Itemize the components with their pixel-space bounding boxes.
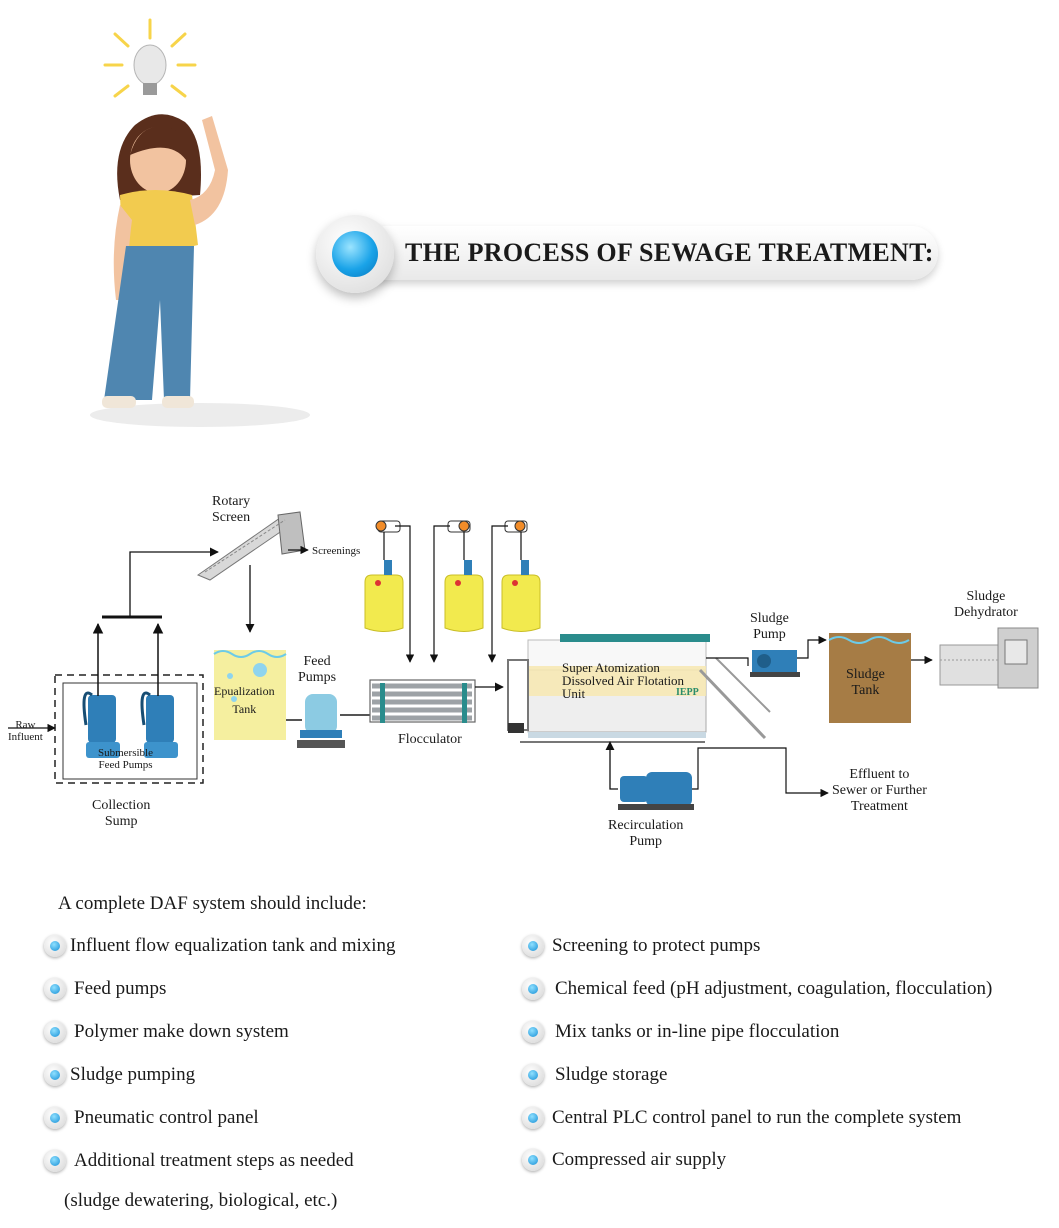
bullet-icon bbox=[522, 978, 544, 1000]
recirculation-line bbox=[605, 741, 618, 790]
list-item: Screening to protect pumps bbox=[522, 934, 760, 958]
list-item: Influent flow equalization tank and mixi… bbox=[44, 934, 396, 958]
screen-feed-line bbox=[129, 547, 219, 617]
recirculation-pump-icon bbox=[618, 772, 694, 810]
sludge-dehydrator bbox=[939, 627, 1039, 689]
list-item: Sludge pumping bbox=[44, 1063, 195, 1087]
bullet-icon bbox=[44, 1107, 66, 1129]
chemical-tank bbox=[501, 560, 541, 632]
bullet-icon bbox=[44, 1021, 66, 1043]
banner-dot-icon bbox=[332, 231, 378, 277]
flocculator-label: Flocculator bbox=[398, 732, 462, 747]
list-intro: A complete DAF system should include: bbox=[58, 893, 367, 914]
feed-pump-icon bbox=[297, 694, 345, 748]
character-illustration bbox=[90, 18, 310, 427]
list-note: (sludge dewatering, biological, etc.) bbox=[64, 1190, 338, 1211]
lightbulb-icon bbox=[103, 18, 197, 98]
daf-unit bbox=[507, 634, 771, 743]
submersible-pump-icon bbox=[140, 691, 178, 758]
list-item: Sludge storage bbox=[522, 1063, 667, 1087]
bullet-icon bbox=[44, 1064, 66, 1086]
equalization-tank bbox=[213, 650, 287, 740]
rotary-screen bbox=[196, 511, 306, 581]
list-item: Mix tanks or in-line pipe flocculation bbox=[522, 1020, 839, 1044]
recirculation-return bbox=[692, 747, 782, 790]
list-item: Pneumatic control panel bbox=[44, 1106, 259, 1130]
daf-to-sludge-pump-line bbox=[706, 657, 749, 666]
effluent-arrow bbox=[782, 747, 829, 798]
list-item: Feed pumps bbox=[44, 977, 166, 1001]
list-item: Additional treatment steps as needed bbox=[44, 1149, 354, 1173]
brand-label: IEPP bbox=[676, 687, 699, 698]
list-item: Central PLC control panel to run the com… bbox=[522, 1106, 961, 1130]
sludge-pump-to-tank-arrow bbox=[797, 635, 827, 659]
bullet-icon bbox=[522, 1149, 544, 1171]
list-item: Compressed air supply bbox=[522, 1148, 726, 1172]
submersible-pump-icon bbox=[82, 691, 120, 758]
sludge-tank bbox=[828, 633, 911, 723]
screenings-label: Screenings bbox=[312, 545, 361, 557]
bullet-icon bbox=[44, 1150, 66, 1172]
chemical-tank bbox=[364, 560, 404, 632]
dosing-pump-icon bbox=[375, 520, 528, 533]
process-diagram bbox=[8, 511, 1039, 810]
bullet-icon bbox=[44, 978, 66, 1000]
page-title: THE PROCESS OF SEWAGE TREATMENT: bbox=[405, 238, 934, 267]
bullet-icon bbox=[522, 1064, 544, 1086]
bullet-icon bbox=[44, 935, 66, 957]
list-item: Chemical feed (pH adjustment, coagulatio… bbox=[522, 977, 992, 1001]
title-banner bbox=[370, 226, 938, 280]
bullet-icon bbox=[522, 1021, 544, 1043]
bullet-icon bbox=[522, 1107, 544, 1129]
list-item: Polymer make down system bbox=[44, 1020, 289, 1044]
flocculator bbox=[369, 679, 476, 723]
sludge-pump-icon bbox=[750, 650, 800, 677]
bullet-icon bbox=[522, 935, 544, 957]
chemical-tank bbox=[444, 560, 484, 632]
dosing-line bbox=[383, 525, 522, 663]
